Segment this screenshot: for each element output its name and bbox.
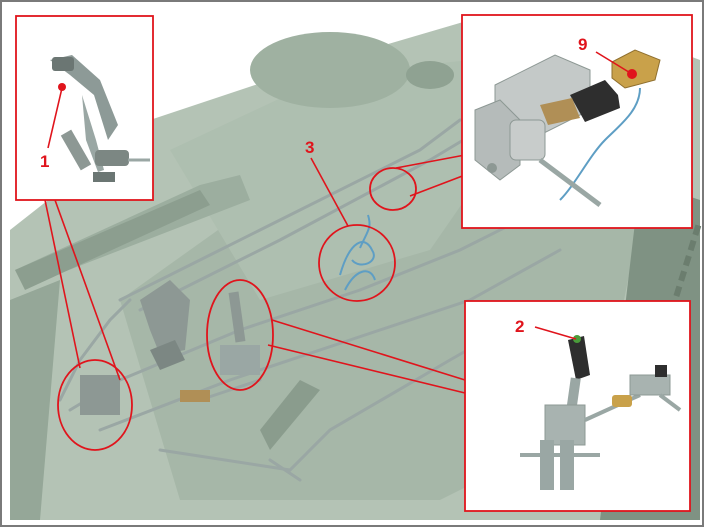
- leader-2: [534, 326, 577, 340]
- callout-9: 9: [578, 35, 587, 54]
- callout-3: 3: [305, 138, 314, 157]
- inset-actuator: 9: [461, 14, 693, 229]
- highlight-pedals: [57, 359, 133, 451]
- leader-lines: [44, 154, 466, 394]
- inset-pedal: 1: [15, 15, 154, 201]
- callout-1: 1: [40, 152, 49, 171]
- actuator-detail-icon: [474, 49, 661, 207]
- cable-assembly: [339, 214, 376, 291]
- pedal-detail-icon: [50, 55, 150, 182]
- scene-levers: [80, 291, 260, 415]
- highlight-actuator: [369, 167, 417, 211]
- scene-pedal-assembly: [140, 280, 190, 370]
- inset-lever: 2: [464, 300, 691, 512]
- highlight-markers: [57, 167, 417, 451]
- highlight-cables: [318, 224, 396, 302]
- leader-9: [595, 51, 633, 75]
- leader-1: [47, 87, 63, 149]
- lever-detail-icon: [520, 335, 682, 490]
- highlight-lever: [206, 279, 274, 391]
- callout-2: 2: [515, 317, 524, 336]
